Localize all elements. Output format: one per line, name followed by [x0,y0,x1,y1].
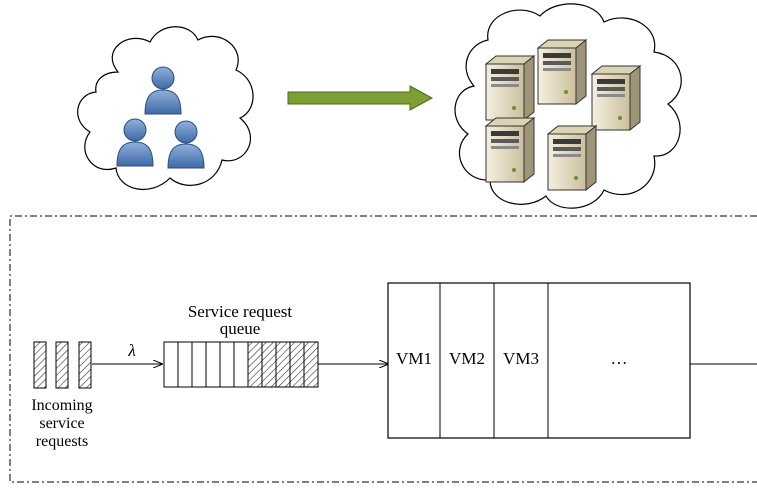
server-icon [546,124,598,192]
incoming-requests: Incoming service requests [31,341,93,450]
system-boundary [9,215,757,483]
incoming-label-line-2: service [39,415,84,432]
incoming-label-line-1: Incoming [31,397,92,414]
server-icon [484,54,536,122]
vm-label-2: VM2 [449,349,485,368]
servers-cloud [454,3,682,209]
arrow-right-icon [287,85,434,111]
request-block [78,341,92,389]
service-request-queue: Service request queue [163,302,319,388]
vm-label-more: … [611,349,628,368]
vm-label-3: VM3 [503,349,539,368]
vm-pool-box [387,282,691,439]
user-icon [144,66,182,115]
user-icon [116,118,154,167]
incoming-label-line-3: requests [36,433,88,450]
users-cloud [77,26,254,191]
arrival-rate-symbol: λ [127,341,135,360]
server-icon [536,38,588,106]
vm-pool: VM1 VM2 VM3 … [387,282,691,439]
server-icon [484,116,536,184]
request-block [55,341,69,389]
request-block [33,341,47,389]
user-icon [167,120,205,169]
queue-filled-section [248,342,318,387]
vm-label-1: VM1 [396,349,432,368]
queue-title-line-1: Service request [188,302,293,321]
queue-title-line-2: queue [220,319,261,338]
server-icon [590,64,642,132]
